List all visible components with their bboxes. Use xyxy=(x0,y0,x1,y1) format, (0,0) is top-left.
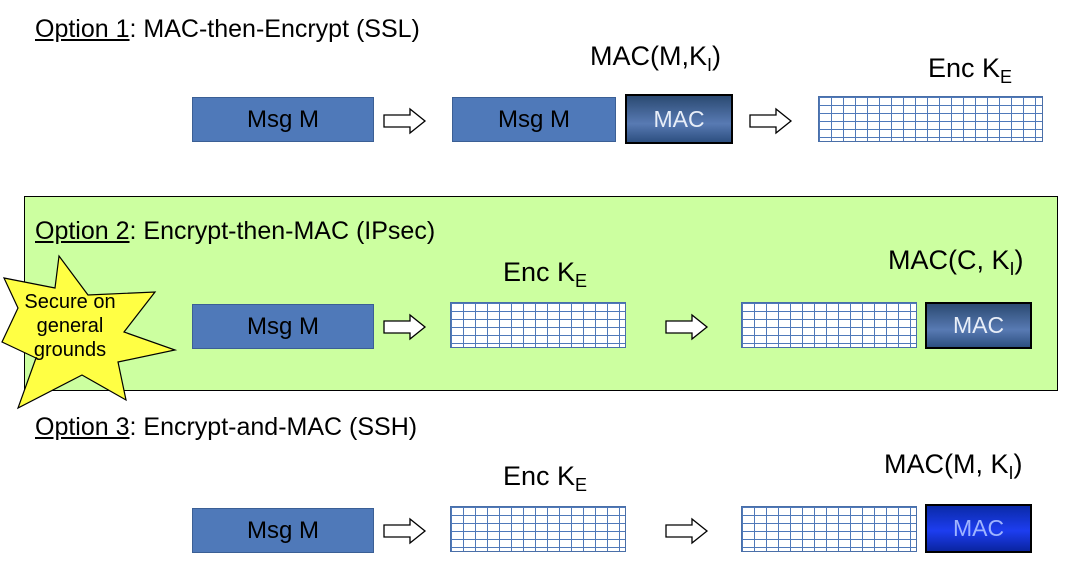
mac-label-close: ) xyxy=(1013,449,1023,479)
option1-ciphertext-block xyxy=(818,96,1043,142)
option1-number: Option 1 xyxy=(35,15,130,43)
option1-arrow-1 xyxy=(383,107,427,135)
option3-ciphertext-block-2 xyxy=(741,506,917,552)
mac-key-subscript: I xyxy=(1009,259,1015,279)
mac-label-text: MAC(M,K xyxy=(590,41,707,71)
mac-label-close: ) xyxy=(712,41,722,71)
enc-label-text: Enc K xyxy=(503,257,576,287)
option1-arrow-2 xyxy=(749,107,793,135)
option2-arrow-2 xyxy=(665,313,709,341)
enc-label-text: Enc K xyxy=(503,461,576,491)
star-line-3: grounds xyxy=(33,339,107,361)
option2-mac-box: MAC xyxy=(925,302,1032,349)
option3-mac-box: MAC xyxy=(925,504,1032,553)
enc-key-subscript: E xyxy=(575,271,588,291)
star-line-2: general xyxy=(36,315,104,337)
enc-key-subscript: E xyxy=(575,475,588,495)
option1-mac-box: MAC xyxy=(625,94,733,144)
option1-mac-label: MAC(M,KI) xyxy=(590,40,721,81)
option2-title: : Encrypt-then-MAC (IPsec) xyxy=(129,217,436,245)
option3-enc-label: Enc KE xyxy=(503,460,587,501)
option2-ciphertext-block xyxy=(450,302,626,348)
option2-heading: Option 2: Encrypt-then-MAC (IPsec) xyxy=(35,216,435,246)
option3-arrow-2 xyxy=(665,517,709,545)
secure-star-callout-shape xyxy=(1,254,178,410)
mac-label-text: MAC(C, K xyxy=(888,245,1010,275)
secure-star-callout: Secure on general grounds xyxy=(6,290,134,362)
option3-heading: Option 3: Encrypt-and-MAC (SSH) xyxy=(35,412,417,442)
option3-title: : Encrypt-and-MAC (SSH) xyxy=(129,413,418,441)
option1-message-box-2: Msg M xyxy=(452,97,616,142)
option3-number: Option 3 xyxy=(35,413,130,441)
enc-key-subscript: E xyxy=(1000,67,1013,87)
option3-arrow-1 xyxy=(383,517,427,545)
star-line-1: Secure on xyxy=(24,291,116,313)
option3-message-box: Msg M xyxy=(192,508,374,553)
option2-mac-label: MAC(C, KI) xyxy=(888,244,1024,285)
option2-number: Option 2 xyxy=(35,217,130,245)
enc-label-text: Enc K xyxy=(928,53,1001,83)
mac-key-subscript: I xyxy=(1008,463,1014,483)
option1-enc-label: Enc KE xyxy=(928,52,1012,93)
option2-ciphertext-block-2 xyxy=(741,302,917,348)
option1-title: : MAC-then-Encrypt (SSL) xyxy=(129,15,420,43)
option1-heading: Option 1: MAC-then-Encrypt (SSL) xyxy=(35,14,420,44)
option2-arrow-1 xyxy=(383,313,427,341)
option2-highlight-panel xyxy=(24,196,1058,391)
option3-mac-label: MAC(M, KI) xyxy=(884,448,1023,489)
option2-enc-label: Enc KE xyxy=(503,256,587,297)
mac-label-close: ) xyxy=(1014,245,1024,275)
mac-label-text: MAC(M, K xyxy=(884,449,1009,479)
option1-message-box: Msg M xyxy=(192,97,374,142)
option2-message-box: Msg M xyxy=(192,304,374,349)
option3-ciphertext-block xyxy=(450,506,626,552)
mac-key-subscript: I xyxy=(707,55,713,75)
